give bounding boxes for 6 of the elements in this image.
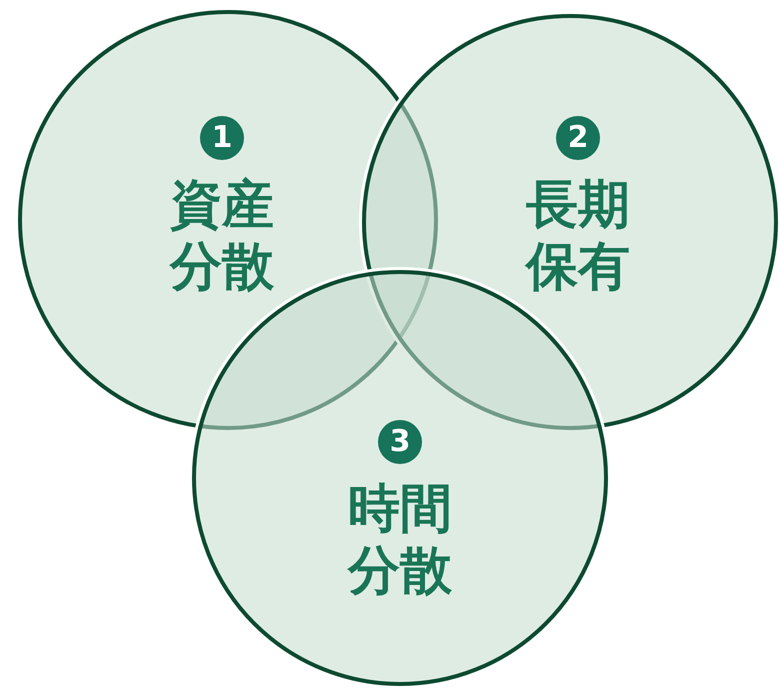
number-badge: 3 [378,420,422,464]
number-badge: 1 [200,116,244,160]
circle-label: 長期保有 [524,174,631,298]
circle-label: 資産分散 [168,174,275,298]
number-badge: 2 [556,116,600,160]
circle-label: 時間分散 [346,478,453,602]
